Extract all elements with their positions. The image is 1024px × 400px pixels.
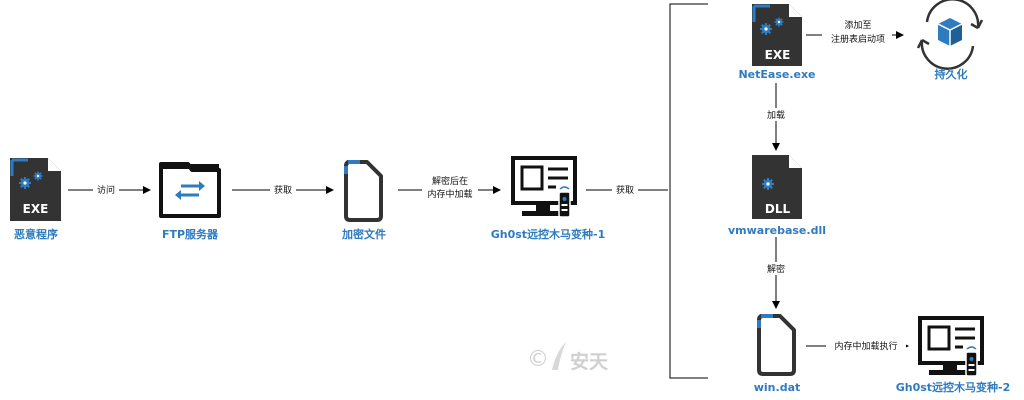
dll-file-icon [752, 155, 802, 219]
vmware-label: vmwarebase.dll [728, 224, 826, 237]
edge-label-decrypt-load-2: 内存中加载 [427, 188, 472, 200]
watermark-copyright-symbol: © [527, 347, 549, 372]
ftp-label: FTP服务器 [162, 227, 219, 241]
windat-node: win.dat [754, 314, 801, 394]
edge-label-exec: 内存中加载执行 [834, 340, 897, 352]
folder-icon [159, 162, 221, 218]
remote-control-monitor-icon [918, 316, 984, 377]
edge-label-register-1: 添加至 [844, 20, 871, 31]
windat-label: win.dat [754, 381, 801, 394]
file-icon [344, 160, 383, 222]
gh0st2-label: Gh0st远控木马变种-2 [896, 380, 1011, 394]
edge-exec: 内存中加载执行 [806, 339, 909, 352]
persistence-cycle-icon [916, 0, 984, 70]
edge-get-1: 获取 [232, 183, 334, 196]
edge-label-get-2: 获取 [616, 185, 634, 196]
malware-node: EXE 恶意程序 [10, 158, 61, 241]
gh0st2-node: Gh0st远控木马变种-2 [896, 316, 1011, 394]
watermark-text: 安天 [570, 350, 609, 373]
gh0st1-node: Gh0st远控木马变种-1 [491, 156, 606, 241]
netease-label: NetEase.exe [738, 68, 815, 81]
edge-label-visit: 访问 [97, 184, 115, 196]
persist-label: 持久化 [935, 67, 968, 81]
gh0st1-label: Gh0st远控木马变种-1 [491, 227, 606, 241]
edge-visit: 访问 [68, 183, 151, 196]
edge-label-decrypt-load-1: 解密后在 [432, 175, 468, 187]
exe-file-icon [752, 4, 802, 66]
malware-label: 恶意程序 [14, 227, 58, 241]
edge-decrypt-load: 解密后在 内存中加载 [398, 172, 501, 200]
file-icon [757, 314, 796, 376]
encfile-label: 加密文件 [341, 227, 386, 241]
persistence-node: 持久化 [916, 0, 984, 81]
exe-file-icon [10, 158, 61, 221]
bracket [669, 3, 708, 379]
remote-control-monitor-icon [511, 156, 577, 218]
vmware-node: DLL vmwarebase.dll [728, 155, 826, 237]
vmware-badge: DLL [765, 202, 791, 216]
edge-label-load: 加载 [767, 109, 785, 121]
edge-label-decrypt: 解密 [767, 263, 785, 275]
edge-label-get-1: 获取 [274, 185, 292, 196]
antiy-watermark: © 安天 [527, 342, 609, 373]
encrypted-file-node: 加密文件 [341, 160, 386, 241]
edge-label-register-2: 注册表启动项 [831, 33, 885, 45]
edge-get-2: 获取 [586, 183, 668, 196]
feather-logo-icon [552, 342, 566, 370]
edge-register: 添加至 注册表启动项 [806, 17, 904, 47]
malware-badge: EXE [23, 202, 49, 216]
edge-decrypt: 解密 [762, 237, 790, 309]
edge-load: 加载 [762, 83, 790, 151]
netease-node: EXE NetEase.exe [738, 4, 816, 81]
ftp-node: FTP服务器 [159, 162, 221, 241]
netease-badge: EXE [765, 48, 791, 62]
transfer-arrows-icon [175, 181, 205, 200]
